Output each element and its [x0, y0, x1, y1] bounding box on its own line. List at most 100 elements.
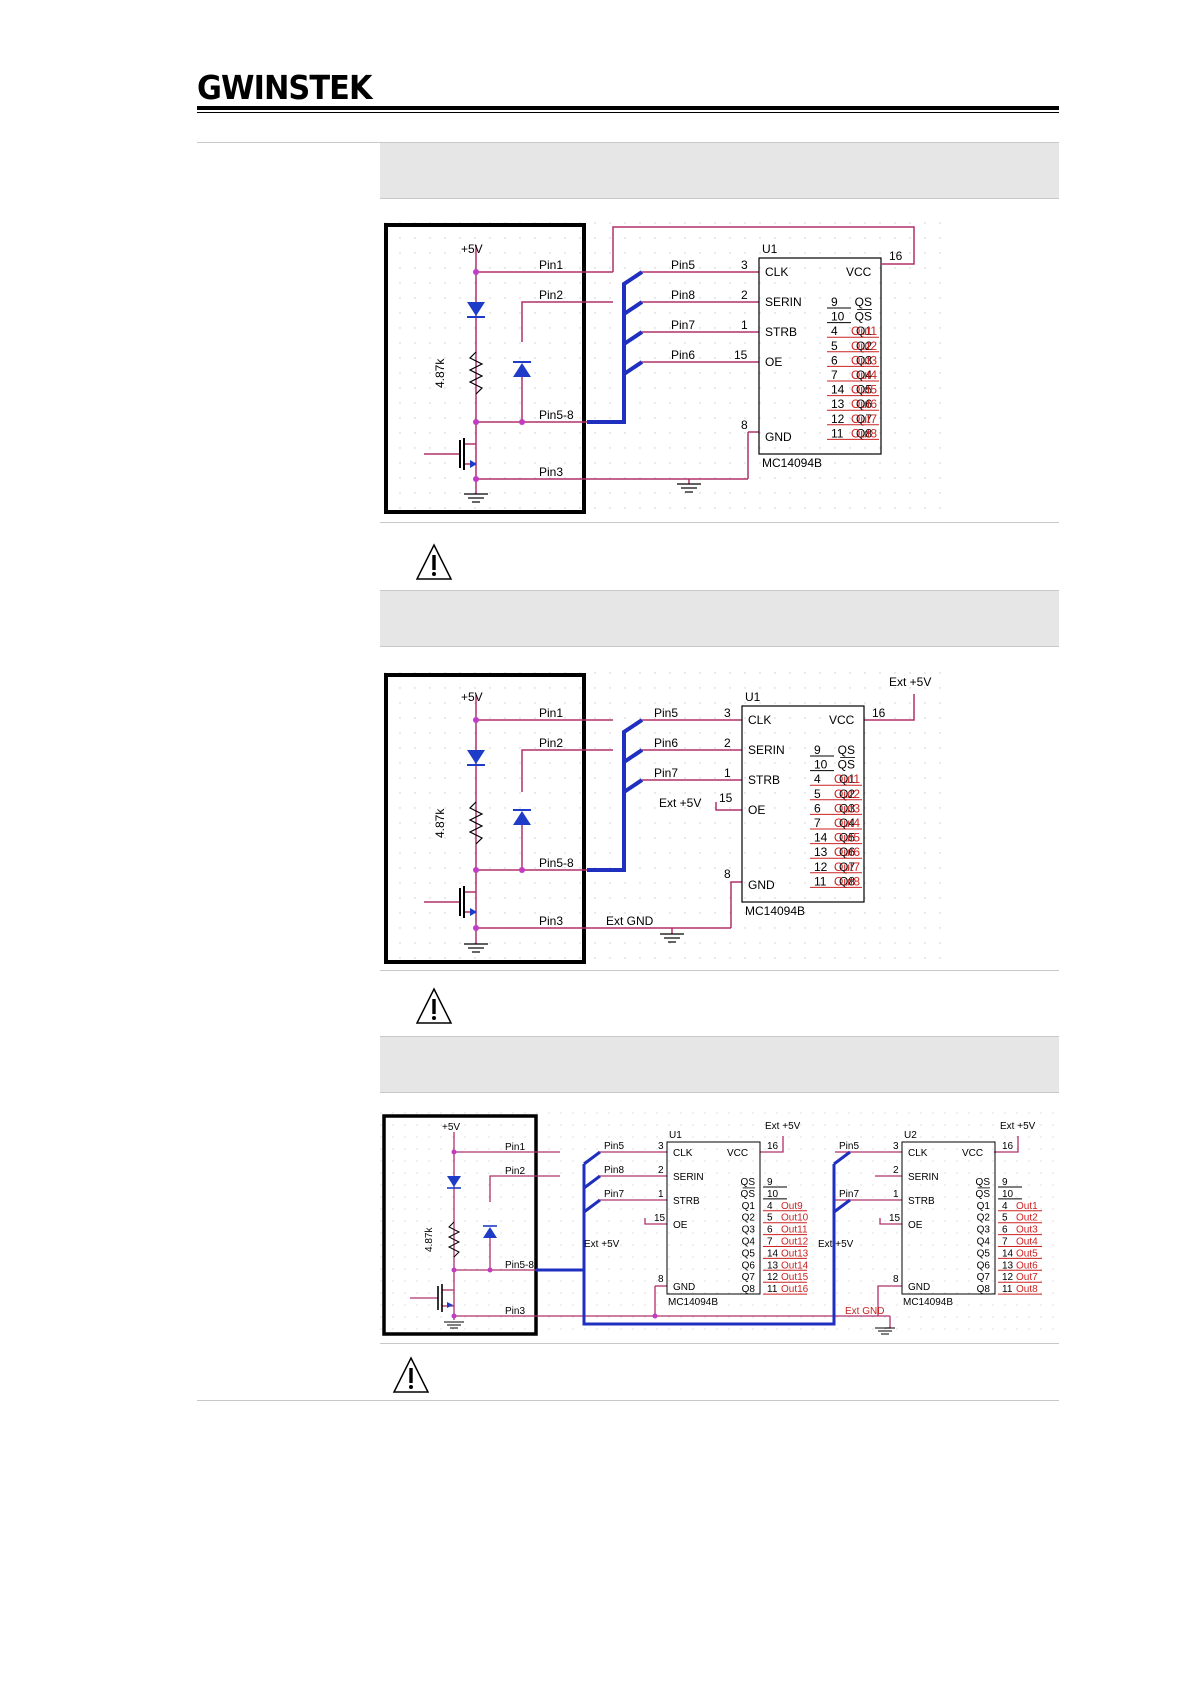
pin-number: 15 [719, 791, 733, 805]
chip-pin: QS [976, 1177, 991, 1188]
output-label: Out2 [834, 787, 860, 801]
pin-number: 6 [1002, 1225, 1008, 1236]
chip-pin: CLK [673, 1148, 693, 1159]
output-label: Out6 [1016, 1260, 1038, 1271]
pin-number: 13 [814, 845, 828, 859]
resistor [447, 1221, 461, 1258]
output-label: Out7 [851, 412, 877, 426]
output-label: Out6 [834, 845, 860, 859]
pin-number: 5 [814, 787, 821, 801]
output-label: Out1 [834, 772, 860, 786]
chip-pin: Q6 [839, 845, 855, 859]
chip-pin: Q1 [977, 1201, 991, 1212]
connector-box [382, 1114, 538, 1336]
output-label: Out15 [781, 1272, 809, 1283]
chip-pin: Q3 [742, 1225, 756, 1236]
supply-label: +5V [461, 242, 483, 256]
header-rule-thick [197, 106, 1059, 110]
chip-part: MC14094B [903, 1297, 953, 1308]
shift-register-chip [758, 257, 882, 455]
pin-label: Pin6 [671, 348, 695, 362]
output-label: Out6 [851, 397, 877, 411]
warning-triangle-icon [392, 1356, 430, 1399]
chip-ref: U1 [745, 690, 761, 704]
pin-number: 10 [831, 310, 845, 324]
pin-number: 14 [814, 831, 828, 845]
chip-pin: Q8 [856, 426, 872, 440]
chip-ref: U2 [904, 1130, 917, 1141]
pin-number: 11 [767, 1284, 778, 1295]
schematic-3: +5V 4.87k Pin1 Pin2 Pin5-8 Pin3 Ext GND … [380, 1112, 1060, 1338]
chip-pin: GND [765, 430, 792, 444]
pin-number: 7 [814, 816, 821, 830]
pin-number: 7 [831, 368, 838, 382]
brand-logo: GWINSTEK [197, 68, 373, 107]
output-label: Out1 [851, 324, 877, 338]
pin-label: Pin5 [671, 258, 695, 272]
chip-pin: QS [838, 743, 855, 757]
pin-number: 15 [889, 1213, 901, 1224]
pin-number: 2 [724, 736, 731, 750]
pin-number: 6 [767, 1225, 773, 1236]
pin-number: 5 [767, 1213, 773, 1224]
pin-number: 8 [724, 867, 731, 881]
chip-pin: Q5 [839, 831, 855, 845]
pin-label: Pin5-8 [505, 1260, 534, 1271]
pin-number: 4 [767, 1201, 773, 1212]
resistor [468, 801, 484, 845]
pin-number: 10 [1002, 1189, 1014, 1200]
output-label: Out4 [851, 368, 877, 382]
output-label: Out8 [834, 874, 860, 888]
chip-pin: Q2 [977, 1213, 991, 1224]
pin-number: 9 [767, 1177, 773, 1188]
ground-symbol [464, 933, 684, 953]
output-label: Out5 [851, 383, 877, 397]
pin-label: Pin1 [505, 1142, 525, 1153]
chip-pin: STRB [673, 1196, 700, 1207]
chip-pin: Q8 [977, 1284, 991, 1295]
chip-pin: QS [741, 1189, 756, 1200]
pin-number: 5 [831, 339, 838, 353]
chip-pin: STRB [908, 1196, 935, 1207]
chip-pin: QS [855, 310, 872, 324]
pin-label: Pin3 [505, 1306, 525, 1317]
chip-part: MC14094B [745, 904, 805, 918]
chip-pin: CLK [908, 1148, 928, 1159]
chip-ref: U1 [762, 242, 778, 256]
chip-pin: Q3 [856, 353, 872, 367]
chip-pin: Q6 [977, 1260, 991, 1271]
chip-pin: QS [838, 758, 855, 772]
resistor-label: 4.87k [433, 808, 447, 838]
diode-1 [467, 750, 485, 764]
pin-number: 9 [814, 743, 821, 757]
output-label: Out9 [781, 1201, 803, 1212]
chip-pin: Q1 [856, 324, 872, 338]
warning-triangle-icon [415, 543, 453, 586]
data-bus [587, 718, 644, 872]
pin-number: 4 [1002, 1201, 1008, 1212]
chip-pin: GND [673, 1282, 695, 1293]
pin-label: Pin2 [539, 736, 563, 750]
pin-number: 14 [1002, 1248, 1014, 1259]
pin-number: 12 [1002, 1272, 1014, 1283]
output-label: Out3 [851, 353, 877, 367]
pin-label: Pin2 [505, 1166, 525, 1177]
pin-number: 16 [1002, 1141, 1014, 1152]
ext-gnd-label: Ext GND [845, 1306, 884, 1317]
pin-number: 12 [831, 412, 845, 426]
output-label: Out8 [851, 426, 877, 440]
pin-number: 6 [831, 353, 838, 367]
shift-register-chip-u1 [666, 1141, 761, 1295]
chip-pin: GND [748, 878, 775, 892]
output-label: Out8 [1016, 1284, 1038, 1295]
pin-number: 2 [741, 288, 748, 302]
ext-5v-label: Ext +5V [584, 1239, 620, 1250]
pin-number: 8 [741, 418, 748, 432]
chip-pin: Q8 [742, 1284, 756, 1295]
divider [380, 522, 1059, 523]
output-label: Out10 [781, 1213, 809, 1224]
chip-pin: SERIN [748, 743, 785, 757]
chip-pin: Q5 [856, 383, 872, 397]
pin-number: 11 [1002, 1284, 1013, 1295]
pin-number: 13 [831, 397, 845, 411]
